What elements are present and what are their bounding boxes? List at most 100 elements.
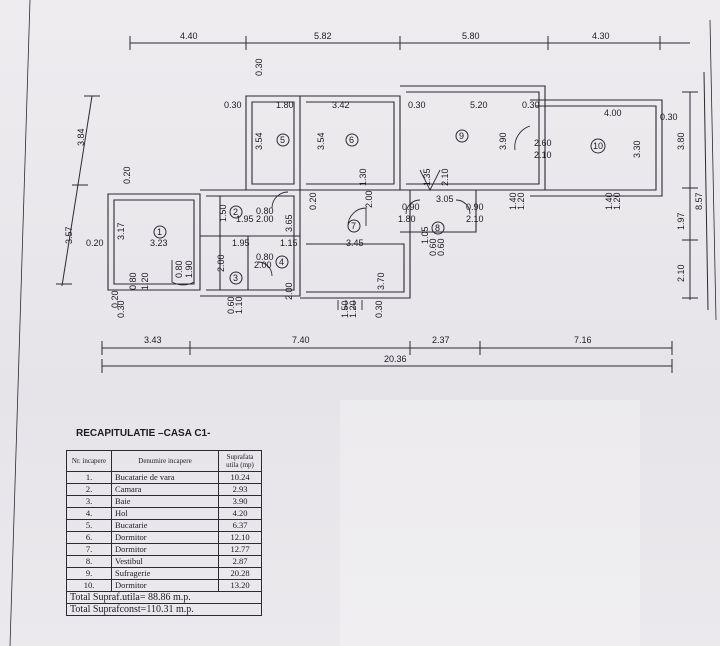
inner-dim-label: 3.65 <box>284 214 294 232</box>
inner-dim-label: 2.00 <box>364 190 374 208</box>
top-dim-3: 5.80 <box>462 31 480 41</box>
row-suprafata: 20.28 <box>218 567 262 580</box>
right-dim-1: 3.80 <box>676 132 686 150</box>
row-nr: 3. <box>66 495 112 508</box>
row-nr: 9. <box>66 567 112 580</box>
recap-header-row: Nr. incapere Denumire incapere Suprafata… <box>66 450 262 472</box>
inner-dim-label: 1.35 <box>422 168 432 186</box>
bottom-dim-2: 7.40 <box>292 335 310 345</box>
row-denumire: Hol <box>111 507 219 520</box>
right-dim-3: 2.10 <box>676 264 686 282</box>
inner-dim-label: 1.90 <box>184 260 194 278</box>
inner-dim-label: 0.80 <box>256 206 274 216</box>
total-utila: Total Supraf.utila= 88.86 m.p. <box>66 591 262 604</box>
row-suprafata: 12.10 <box>218 531 262 544</box>
inner-dim-label: 0.30 <box>224 100 242 110</box>
row-suprafata: 4.20 <box>218 507 262 520</box>
inner-dim-label: 3.90 <box>498 132 508 150</box>
inner-dim-label: 2.00 <box>216 254 226 272</box>
inner-dim-label: 0.20 <box>122 166 132 184</box>
paper-crease <box>340 400 640 646</box>
right-dim-4: 8.57 <box>694 192 704 210</box>
left-dim-line <box>61 95 93 287</box>
room-marker-2: 2 <box>229 205 243 219</box>
inner-dim-label: 0.80 <box>174 260 184 278</box>
door-swings <box>171 125 531 310</box>
bottom-dim-4: 7.16 <box>574 335 592 345</box>
row-suprafata: 6.37 <box>218 519 262 532</box>
bottom-total: 20.36 <box>384 354 407 364</box>
margin-line <box>709 19 717 321</box>
inner-dim-label: 1.05 <box>420 226 430 244</box>
inner-dim-label: 1.95 <box>236 214 254 224</box>
recap-table: Nr. incapere Denumire incapere Suprafata… <box>66 450 262 616</box>
inner-dim-label: 3.30 <box>632 140 642 158</box>
inner-dim-label: 5.20 <box>470 100 488 110</box>
header-denumire: Denumire incapere <box>111 450 219 472</box>
inner-dim-label: 1.20 <box>516 192 526 210</box>
row-nr: 2. <box>66 483 112 496</box>
left-dim-2: 3.57 <box>64 226 74 244</box>
right-dim-2: 1.97 <box>676 212 686 230</box>
inner-dim-label: 0.30 <box>116 300 126 318</box>
inner-dim-label: 3.17 <box>116 222 126 240</box>
svg-text:2: 2 <box>233 207 238 217</box>
dimension-labels: 4.40 5.82 5.80 4.30 3.43 7.40 2.37 7.16 … <box>64 31 704 364</box>
inner-dim-label: 0.30 <box>408 100 426 110</box>
row-denumire: Bucatarie <box>111 519 219 532</box>
room-marker-1: 1 <box>153 225 167 239</box>
inner-dim-label: 0.60 <box>436 238 446 256</box>
row-nr: 10. <box>66 579 112 592</box>
inner-dim-label: 1.20 <box>612 192 622 210</box>
inner-dim-label: 3.05 <box>436 194 454 204</box>
total-construita: Total Suprafconst=110.31 m.p. <box>66 603 262 616</box>
inner-dim-label: 2.00 <box>256 214 274 224</box>
bottom-dim-3: 2.37 <box>432 335 450 345</box>
row-denumire: Dormitor <box>111 543 219 556</box>
inner-dim-label: 3.42 <box>332 100 350 110</box>
inner-dim-label: 0.30 <box>660 112 678 122</box>
walls <box>107 85 663 299</box>
room-marker-4: 4 <box>275 255 289 269</box>
row-suprafata: 2.87 <box>218 555 262 568</box>
inner-dim-label: 2.00 <box>284 282 294 300</box>
top-dim-1: 4.40 <box>180 31 198 41</box>
windows <box>126 85 630 299</box>
inner-dim-label: 2.60 <box>534 138 552 148</box>
row-suprafata: 3.90 <box>218 495 262 508</box>
row-denumire: Baie <box>111 495 219 508</box>
inner-dim-label: 0.20 <box>308 192 318 210</box>
svg-text:7: 7 <box>351 221 356 231</box>
svg-text:3: 3 <box>233 273 238 283</box>
inner-dim-label: 1.50 <box>218 204 228 222</box>
inner-dim-label: 0.30 <box>522 100 540 110</box>
inner-dim-label: 0.30 <box>254 58 264 76</box>
room-marker-10: 10 <box>590 138 606 154</box>
inner-dim-label: 0.90 <box>402 202 420 212</box>
header-nr: Nr. incapere <box>66 450 112 472</box>
row-denumire: Sufragerie <box>111 567 219 580</box>
svg-text:6: 6 <box>349 135 354 145</box>
row-nr: 4. <box>66 507 112 520</box>
svg-text:8: 8 <box>435 223 440 233</box>
inner-dim-label: 2.10 <box>466 214 484 224</box>
inner-dim-label: 1.15 <box>280 238 298 248</box>
inner-dim-label: 1.40 <box>604 192 614 210</box>
total-utila-row: Total Supraf.utila= 88.86 m.p. <box>66 591 262 604</box>
inner-dim-label: 1.50 <box>340 300 350 318</box>
inner-dim-label: 0.80 <box>256 252 274 262</box>
svg-text:4: 4 <box>279 257 284 267</box>
inner-dim-label: 3.45 <box>346 238 364 248</box>
row-nr: 7. <box>66 543 112 556</box>
inner-dim-label: 2.10 <box>440 168 450 186</box>
room-marker-3: 3 <box>229 271 243 285</box>
row-suprafata: 10.24 <box>218 471 262 484</box>
inner-dim-label: 1.30 <box>358 168 368 186</box>
svg-text:10: 10 <box>593 141 603 151</box>
